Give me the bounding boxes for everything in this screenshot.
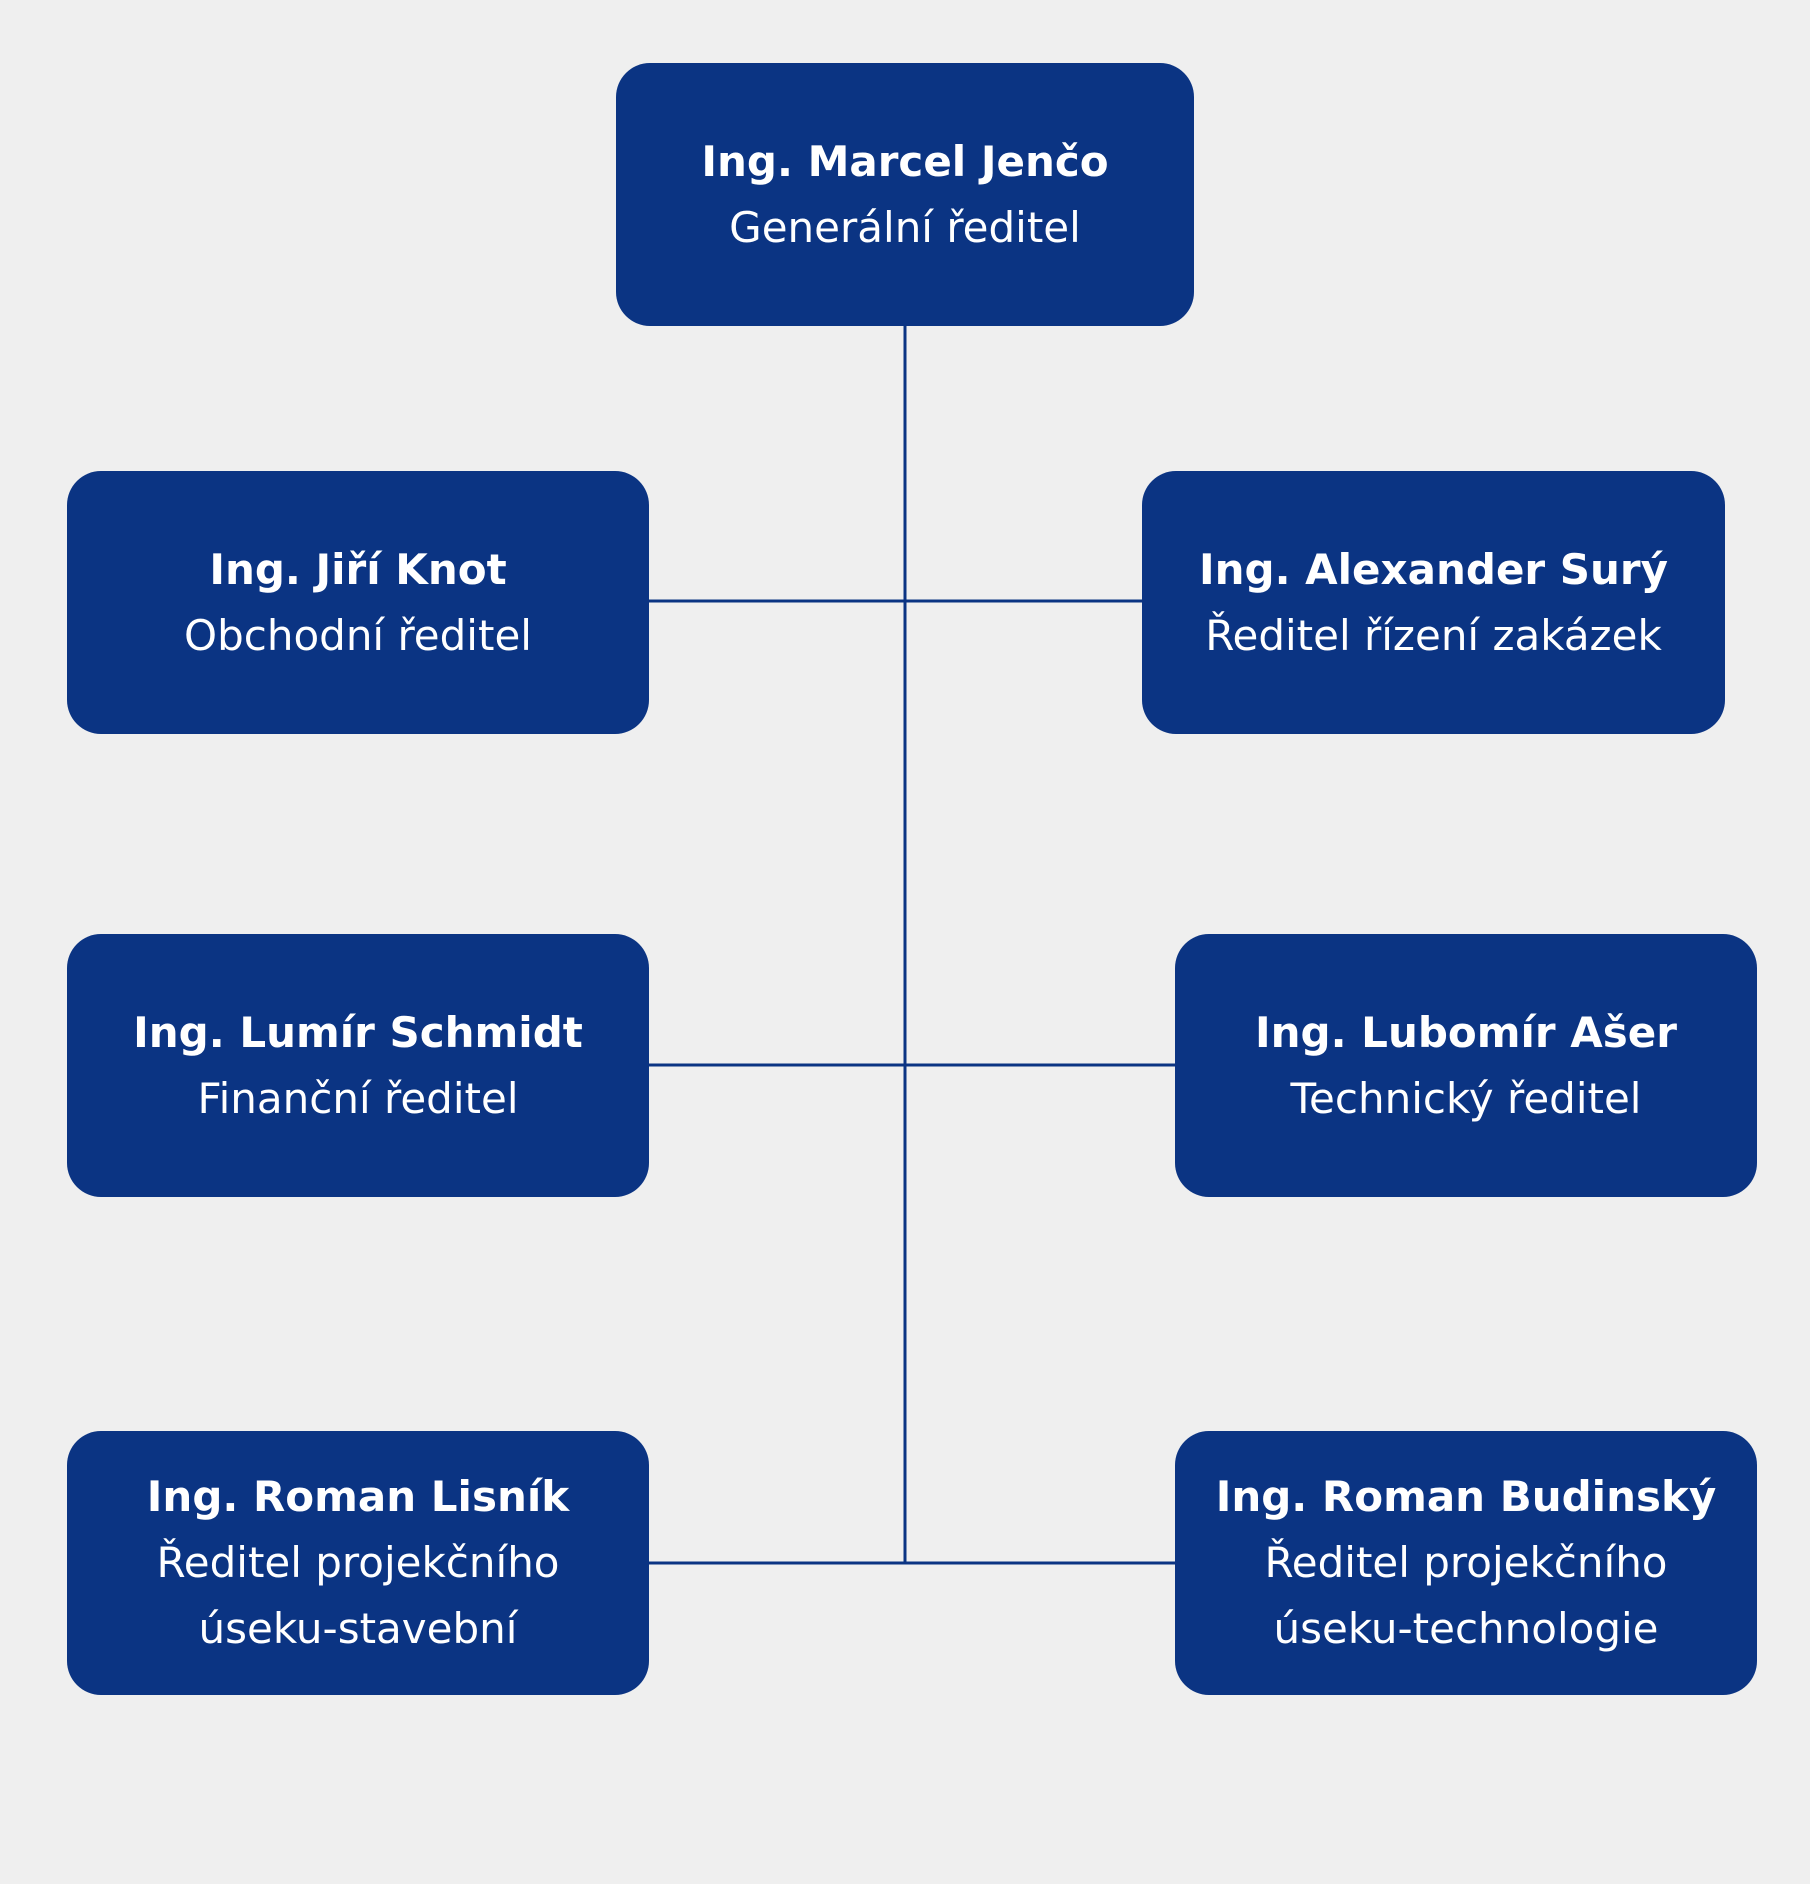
node-name: Ing. Jiří Knot <box>209 544 507 594</box>
node-role: Obchodní ředitel <box>184 610 532 660</box>
node-name: Ing. Roman Budinský <box>1215 1472 1717 1521</box>
node-role: Generální ředitel <box>729 202 1081 252</box>
node-role: Ředitel projekčního úseku-technologie <box>1264 1538 1668 1653</box>
node-sales: Ing. Jiří Knot Obchodní ředitel <box>67 471 649 734</box>
node-tech: Ing. Lubomír Ašer Technický ředitel <box>1175 934 1757 1197</box>
node-role: Finanční ředitel <box>197 1073 519 1123</box>
node-name: Ing. Alexander Surý <box>1198 544 1668 594</box>
node-role: Ředitel řízení zakázek <box>1205 610 1662 660</box>
node-role: Technický ředitel <box>1290 1073 1642 1123</box>
node-name: Ing. Lubomír Ašer <box>1255 1007 1677 1057</box>
node-ceo: Ing. Marcel Jenčo Generální ředitel <box>616 63 1194 326</box>
node-finance: Ing. Lumír Schmidt Finanční ředitel <box>67 934 649 1197</box>
node-role: Ředitel projekčního úseku-stavební <box>156 1538 560 1653</box>
node-orders: Ing. Alexander Surý Ředitel řízení zakáz… <box>1142 471 1725 734</box>
node-name: Ing. Roman Lisník <box>146 1472 570 1521</box>
node-project-technology: Ing. Roman Budinský Ředitel projekčního … <box>1175 1431 1757 1695</box>
node-name: Ing. Marcel Jenčo <box>701 136 1109 186</box>
node-project-construction: Ing. Roman Lisník Ředitel projekčního ús… <box>67 1431 649 1695</box>
node-name: Ing. Lumír Schmidt <box>133 1007 583 1057</box>
